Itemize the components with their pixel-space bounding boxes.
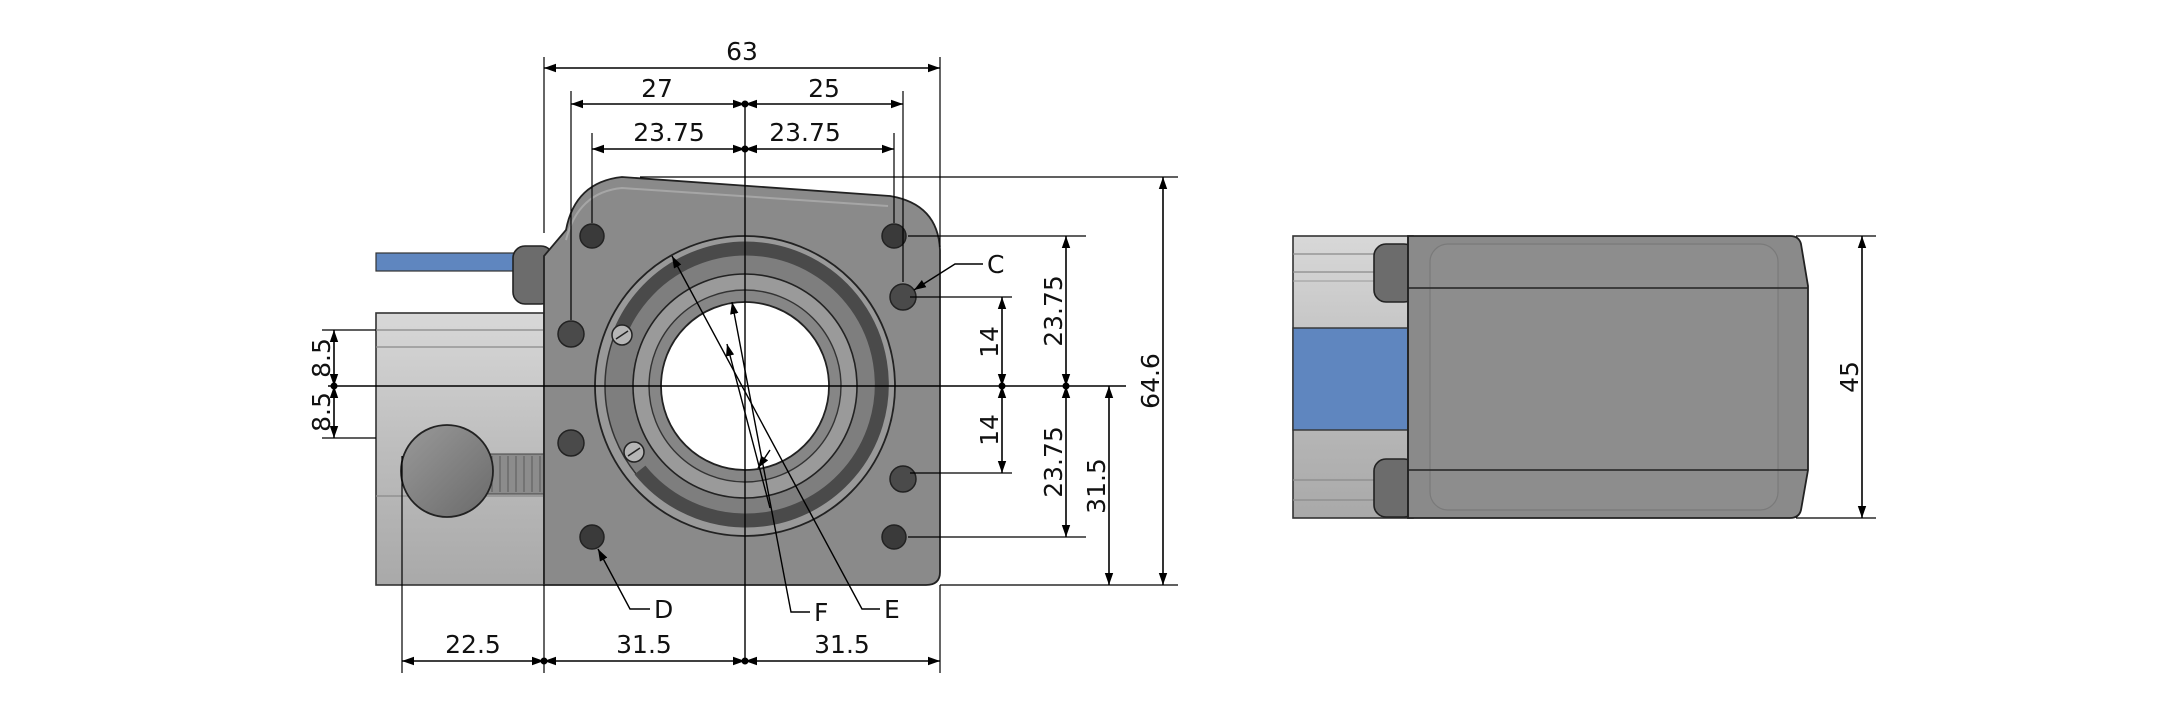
- dim-inner-left: 23.75: [633, 118, 705, 147]
- leader-c: [913, 263, 983, 291]
- dim-inner-right: 23.75: [769, 118, 841, 147]
- hole-left-lower: [557, 429, 585, 457]
- cable: [375, 252, 533, 272]
- hole-top-left: [579, 223, 605, 249]
- callouts: C D F E: [597, 250, 1004, 627]
- dim-top-holes-right: 25: [808, 74, 840, 103]
- clamp-band: [611, 241, 889, 528]
- dim-right-lower: 23.75: [1039, 426, 1068, 498]
- hole-bottom-right: [881, 524, 907, 550]
- leader-d: [597, 548, 650, 610]
- hole-right-lower: [889, 465, 917, 493]
- housing-highlight: [565, 186, 889, 241]
- side-cable: [1292, 327, 1414, 431]
- dim-inner-upper: 14: [975, 326, 1004, 358]
- hole-top-right: [881, 223, 907, 249]
- leader-e-2: [757, 449, 771, 469]
- callout-c: C: [987, 250, 1004, 279]
- leader-e: [671, 255, 880, 610]
- dim-left-upper: 8.5: [307, 338, 336, 378]
- dim-right-height: 31.5: [1082, 458, 1111, 514]
- dim-left-lower: 8.5: [307, 392, 336, 432]
- dimension-dots: [330, 100, 1070, 665]
- hole-left-upper: [557, 320, 585, 348]
- dim-bottom-mid-right: 31.5: [814, 630, 870, 659]
- callout-d: D: [654, 595, 673, 624]
- dim-inner-lower: 14: [975, 414, 1004, 446]
- dim-top-holes-left: 27: [641, 74, 673, 103]
- front-view: [328, 104, 1126, 660]
- hole-d: [579, 524, 605, 550]
- callout-e: E: [884, 595, 900, 624]
- side-housing-face: [1429, 243, 1779, 511]
- dim-top-overall: 63: [726, 37, 758, 66]
- extension-lines: [322, 57, 1178, 673]
- mounting-holes: [557, 223, 917, 550]
- clamp-knob: [400, 424, 494, 518]
- dim-bottom-left: 22.5: [445, 630, 501, 659]
- callout-f: F: [814, 598, 828, 627]
- dimension-labels: 63 27 25 23.75 23.75 23.75 23.75 31.5 64…: [307, 37, 1165, 659]
- dim-right-overall: 64.6: [1136, 353, 1165, 409]
- dim-bottom-mid-left: 31.5: [616, 630, 672, 659]
- dimension-lines: [329, 63, 1168, 666]
- side-view: 45: [1292, 235, 1876, 519]
- dim-side-height: 45: [1835, 361, 1864, 393]
- dim-right-upper: 23.75: [1039, 275, 1068, 347]
